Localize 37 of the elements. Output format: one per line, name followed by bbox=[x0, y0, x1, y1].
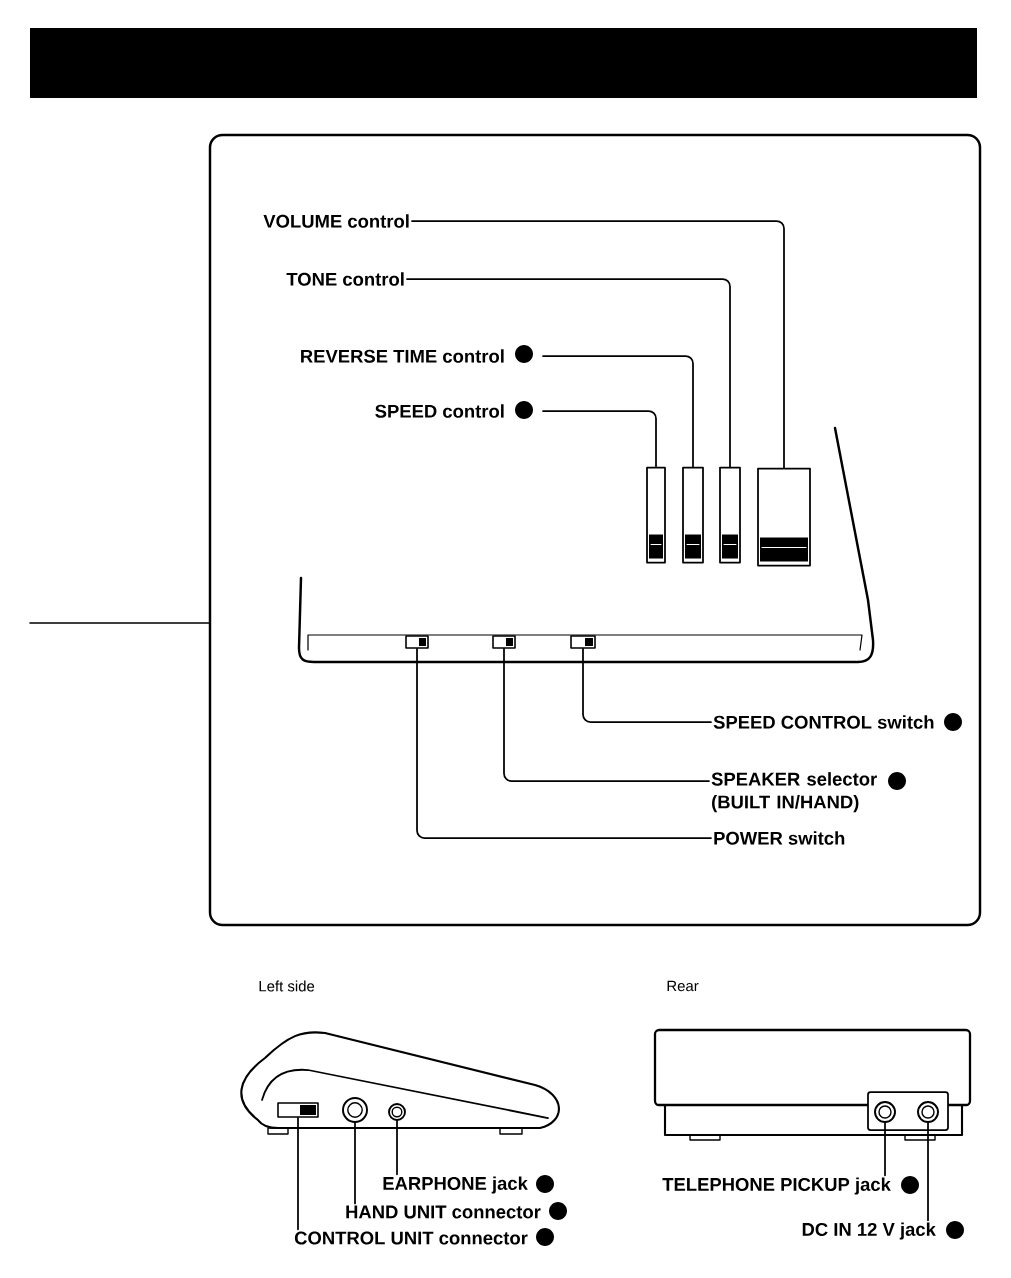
leader-line bbox=[542, 355, 694, 468]
switch bbox=[570, 635, 596, 649]
title-banner bbox=[30, 28, 977, 98]
leader-line bbox=[542, 410, 657, 468]
switch bbox=[277, 1102, 319, 1118]
part-label: SPEED control bbox=[375, 404, 504, 418]
part-label: TELEPHONE PICKUP jack bbox=[662, 1177, 891, 1195]
part-label: VOLUME control bbox=[263, 214, 409, 228]
view-caption: Left side bbox=[259, 980, 315, 992]
part-label: TONE control bbox=[286, 272, 404, 286]
switch bbox=[492, 635, 516, 649]
leader-line bbox=[297, 1116, 299, 1231]
part-label: SPEAKER selector (BUILT IN/HAND) bbox=[711, 772, 877, 813]
leader-line bbox=[416, 647, 712, 839]
leader-line bbox=[884, 1122, 886, 1177]
slider-knob bbox=[757, 467, 811, 567]
part-label: REVERSE TIME control bbox=[301, 349, 504, 363]
switch bbox=[405, 635, 429, 649]
part-label: POWER switch bbox=[714, 831, 845, 845]
jack bbox=[342, 1097, 368, 1123]
part-label: DC IN 12 V jack bbox=[802, 1222, 936, 1240]
leader-line bbox=[396, 1120, 398, 1176]
leader-line bbox=[354, 1122, 356, 1205]
part-label: CONTROL UNIT connector bbox=[294, 1231, 528, 1245]
slider-knob bbox=[682, 466, 704, 564]
leader-line bbox=[503, 647, 710, 782]
slider-knob bbox=[719, 466, 741, 564]
leader-line bbox=[406, 278, 731, 468]
slider-knob bbox=[646, 466, 666, 564]
leader-line bbox=[927, 1122, 929, 1222]
leader-line bbox=[582, 647, 712, 723]
part-label: HAND UNIT connector bbox=[346, 1205, 541, 1219]
jack bbox=[388, 1103, 406, 1121]
leader-line bbox=[411, 220, 785, 469]
view-caption: Rear bbox=[667, 980, 699, 992]
part-label: EARPHONE jack bbox=[383, 1176, 528, 1194]
part-label: SPEED CONTROL switch bbox=[713, 715, 934, 729]
